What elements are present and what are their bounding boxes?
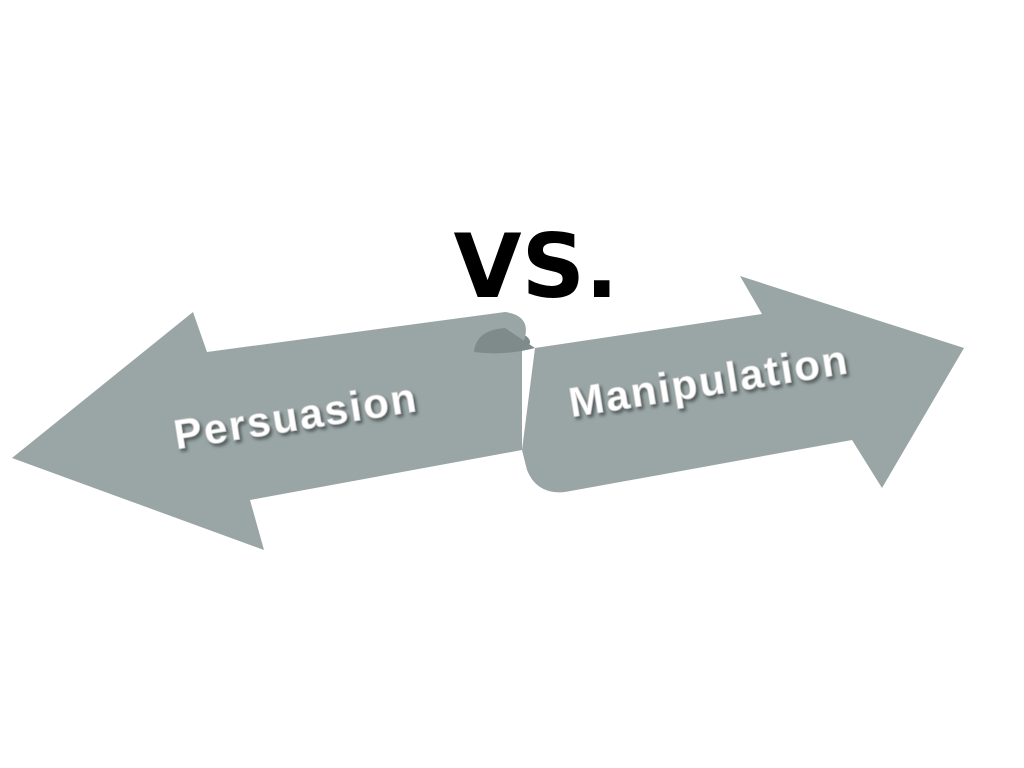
vs-heading: VS. bbox=[454, 215, 619, 318]
right-arrow bbox=[522, 276, 964, 493]
left-arrow bbox=[12, 312, 526, 550]
arrow-fold-curl bbox=[474, 328, 535, 354]
